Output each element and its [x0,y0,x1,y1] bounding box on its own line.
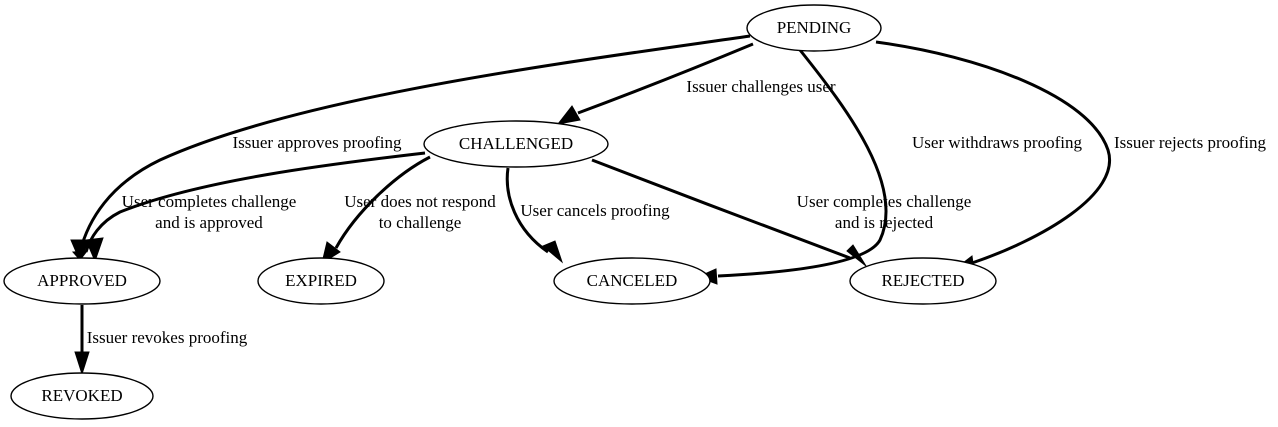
edge-label-user-does-not-respond-line2: to challenge [379,213,462,232]
edge-path [505,167,549,254]
edge-challenged-to-canceled[interactable]: User cancels proofing [505,167,670,264]
node-revoked[interactable]: REVOKED [10,372,154,420]
edge-pending-to-challenged[interactable]: Issuer challenges user [556,42,836,125]
edge-path [577,42,754,115]
node-label-expired: EXPIRED [285,271,357,290]
node-shape [553,257,711,305]
edge-approved-to-revoked[interactable]: Issuer revokes proofing [74,305,248,376]
arrowhead-icon [846,244,867,267]
node-label-canceled: CANCELED [587,271,678,290]
edge-label-user-completes-challenge-rejected-line2: and is rejected [835,213,934,232]
arrowhead-icon [85,237,104,263]
edge-path [875,40,1112,265]
edge-challenged-to-expired[interactable]: User does not respond to challenge [321,155,496,265]
edge-path [84,151,426,253]
edge-path [78,34,751,253]
edge-label-user-completes-challenge-approved-line2: and is approved [155,213,263,232]
node-canceled[interactable]: CANCELED [553,257,711,305]
node-challenged[interactable]: CHALLENGED [423,120,609,168]
edge-challenged-to-approved[interactable]: User completes challenge and is approved [84,151,426,263]
node-shape [3,257,161,305]
edge-label-issuer-approves-proofing: Issuer approves proofing [232,133,402,152]
edge-path [717,49,888,278]
edge-label-user-cancels-proofing: User cancels proofing [520,201,670,220]
edge-label-issuer-revokes-proofing: Issuer revokes proofing [87,328,248,347]
edge-label-issuer-challenges-user: Issuer challenges user [686,77,836,96]
node-approved[interactable]: APPROVED [3,257,161,305]
node-expired[interactable]: EXPIRED [257,257,385,305]
edge-label-issuer-rejects-proofing: Issuer rejects proofing [1114,133,1267,152]
edge-label-user-completes-challenge-rejected-line1: User completes challenge [797,192,972,211]
edge-label-user-withdraws-proofing: User withdraws proofing [912,133,1082,152]
arrowhead-icon [542,240,564,264]
node-shape [257,257,385,305]
edge-label-user-completes-challenge-approved-line1: User completes challenge [122,192,297,211]
edge-label-user-does-not-respond-line1: User does not respond [344,192,496,211]
node-pending[interactable]: PENDING [746,4,882,52]
node-shape [10,372,154,420]
arrowhead-icon [74,351,90,376]
node-label-approved: APPROVED [37,271,127,290]
node-shape [849,257,997,305]
node-rejected[interactable]: REJECTED [849,257,997,305]
node-label-rejected: REJECTED [881,271,964,290]
node-shape [746,4,882,52]
node-label-revoked: REVOKED [41,386,122,405]
node-label-pending: PENDING [777,18,852,37]
node-shape [423,120,609,168]
edge-path [591,158,851,260]
edge-pending-to-rejected[interactable]: Issuer rejects proofing [875,40,1267,272]
node-label-challenged: CHALLENGED [459,134,573,153]
arrowhead-icon [70,239,90,263]
arrowhead-icon [556,105,581,125]
edge-challenged-to-rejected[interactable]: User completes challenge and is rejected [591,158,972,267]
edge-path [334,155,431,249]
edge-pending-to-approved[interactable]: Issuer approves proofing [70,34,751,263]
